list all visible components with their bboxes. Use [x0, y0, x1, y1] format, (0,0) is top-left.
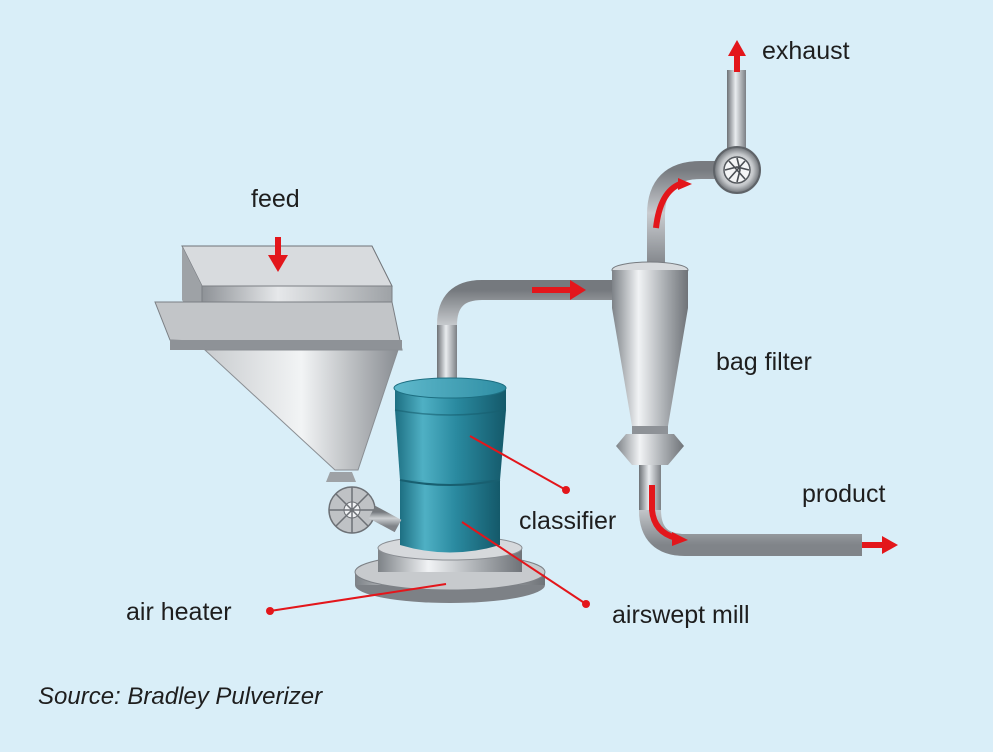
product-outlet-arrow-icon	[862, 536, 898, 554]
bag-filter	[611, 261, 689, 465]
classifier-label: classifier	[519, 507, 617, 535]
bag-filter-label: bag filter	[716, 348, 812, 376]
feed-hopper	[154, 245, 403, 471]
mill-to-filter-duct	[437, 280, 625, 380]
product-flow-arrowhead-icon	[672, 532, 688, 546]
air-heater-label: air heater	[126, 598, 232, 626]
product-flow-arrow-icon	[649, 485, 677, 541]
source-caption: Source: Bradley Pulverizer	[38, 683, 323, 710]
feed-arrow-icon	[268, 237, 288, 272]
airswept-mill-leader	[461, 521, 590, 608]
exhaust-fan-icon	[713, 146, 761, 194]
airswept-mill	[393, 377, 507, 553]
exhaust-arrow-icon	[728, 40, 746, 72]
air-heater-leader	[266, 583, 447, 615]
exhaust-label: exhaust	[762, 37, 850, 65]
feed-label: feed	[251, 185, 300, 213]
airswept-mill-label: airswept mill	[612, 601, 750, 629]
fan-flow-arrow-icon	[653, 181, 682, 229]
product-label: product	[802, 480, 886, 508]
fan-flow-arrowhead-icon	[678, 178, 692, 190]
air-heater	[354, 535, 546, 603]
duct-flow-arrow-icon	[532, 280, 586, 300]
rotary-feeder	[326, 472, 402, 534]
classifier-leader	[469, 435, 570, 494]
